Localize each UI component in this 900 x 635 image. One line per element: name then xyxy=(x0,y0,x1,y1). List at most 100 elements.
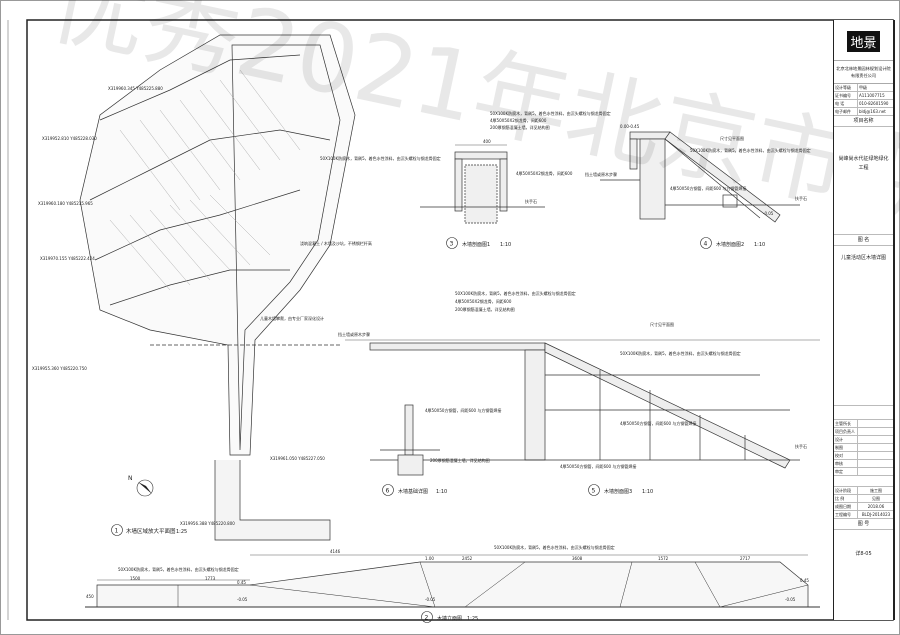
note-text: 4厚50X50方钢管，间距600 与方钢管焊接 xyxy=(425,407,501,413)
plan-note: 儿童木墙攀爬，由专业厂家深化设计 xyxy=(260,315,324,321)
svg-text:木墙区域放大平面图: 木墙区域放大平面图 xyxy=(126,527,176,535)
info-row: 设计等级甲级 xyxy=(834,84,893,92)
level-text: -0.05 xyxy=(237,597,248,602)
svg-text:1:25: 1:25 xyxy=(176,529,187,535)
level-text: -0.05 xyxy=(763,211,774,216)
meta-row: 比 例见图 xyxy=(834,495,893,503)
signature-row: 主管所长 xyxy=(834,420,893,428)
plan-coord: X319961.050 Y485227.050 xyxy=(270,456,325,461)
note-text: 4厚50X50方钢管，间距600 与方钢管焊接 xyxy=(670,185,746,191)
sheet-number: 详8-05 xyxy=(855,551,872,557)
project-label: 项目名称 xyxy=(834,116,893,127)
svg-text:5: 5 xyxy=(592,488,596,495)
signature-row: 校对 xyxy=(834,452,893,460)
svg-text:1:10: 1:10 xyxy=(436,489,447,495)
dim-text: 450 xyxy=(86,594,94,599)
svg-text:1:10: 1:10 xyxy=(642,489,653,495)
note-text: 50X100K防腐木，背刷5，着色水性涂料，由沉头螺栓与钢龙骨固定 xyxy=(494,544,615,550)
note-text: 挡土墙或原木步骤 xyxy=(338,331,370,337)
company-logo: 地景 xyxy=(834,22,893,61)
svg-text:N: N xyxy=(128,475,133,482)
dim-text: 1500 xyxy=(130,576,141,581)
dim-text: 2452 xyxy=(462,556,473,561)
svg-text:2: 2 xyxy=(425,615,429,622)
note-text: 50X100K防腐木，背刷5，着色水性涂料，由沉头螺栓与钢龙骨固定 xyxy=(620,350,741,356)
note-text: 4厚50X50X2钢龙骨，间距600 xyxy=(455,298,512,304)
drawing-name: 儿童活动区木墙详图 xyxy=(834,246,893,406)
sheet-number-label: 图 号 xyxy=(834,519,893,530)
level-text: 0.45 xyxy=(800,578,809,583)
level-text: -0.05 xyxy=(785,597,796,602)
section-3-view xyxy=(345,339,820,469)
meta-row: 设计阶段施工图 xyxy=(834,487,893,495)
note-text: 200厚钢筋混凝土墙，详见结构图 xyxy=(490,124,550,130)
note-text: 4厚50X50方钢管，间距600 与方钢管焊接 xyxy=(620,420,696,426)
level-text: 0.45 xyxy=(237,580,246,585)
svg-text:木墙立面图: 木墙立面图 xyxy=(437,615,462,622)
note-text: 扶手石 xyxy=(795,195,807,201)
signature-row: 审定 xyxy=(834,468,893,476)
note-text: 50X100K防腐木，背刷5，着色水性涂料，由沉头螺栓与钢龙骨固定 xyxy=(118,566,239,572)
note-text: 挡土墙或原木步骤 xyxy=(585,171,617,177)
note-text: 4厚50X50X2钢龙骨，间距600 xyxy=(490,117,547,123)
company-name: 北京北林地景园林规划设计院有限责任公司 xyxy=(834,61,893,84)
svg-text:木墙基础详图: 木墙基础详图 xyxy=(398,488,428,495)
signature-row: 设计 xyxy=(834,436,893,444)
dim-text: 400 xyxy=(483,139,491,144)
dim-text: 2717 xyxy=(740,556,751,561)
note-text: 4厚50X50方钢管，间距600 与方钢管焊接 xyxy=(560,463,636,469)
svg-text:4: 4 xyxy=(704,241,708,248)
project-name: 尚峰尚水代征绿地绿化工程 xyxy=(834,127,893,235)
plan-coord: X319955.360 Y485220.750 xyxy=(32,366,87,371)
svg-text:木墙剖面图1: 木墙剖面图1 xyxy=(462,241,490,248)
note-text: 50X100K防腐木，背刷5，着色水性涂料，由沉头螺栓与钢龙骨固定 xyxy=(690,147,811,153)
section-2-view xyxy=(600,131,800,223)
view-label-4: 4 木墙剖面图2 1:10 xyxy=(700,237,765,249)
plan-coord: X319952.810 Y485228.030 xyxy=(42,136,97,141)
svg-text:1:10: 1:10 xyxy=(754,242,765,248)
foundation-view xyxy=(380,404,440,476)
section-1-view xyxy=(420,144,545,224)
plan-coord: X319970.155 Y485222.424 xyxy=(40,256,95,261)
view-label-3: 3 木墙剖面图1 1:10 xyxy=(446,237,511,249)
plan-note: 浇筑混凝土 / 木墙及沙坑，不锈钢栏杆高 xyxy=(300,240,372,246)
svg-text:木墙剖面图2: 木墙剖面图2 xyxy=(716,241,744,248)
view-label-1: 1 木墙区域放大平面图 1:25 xyxy=(111,524,187,536)
plan-coord: X319956.388 Y485220.800 xyxy=(180,521,235,526)
dim-text: 3608 xyxy=(572,556,583,561)
level-text: 1.00 xyxy=(425,556,434,561)
plan-coord: X319960.180 Y485215.965 xyxy=(38,201,93,206)
dim-text: 1572 xyxy=(658,556,669,561)
svg-text:1:25: 1:25 xyxy=(467,616,478,622)
svg-text:1:10: 1:10 xyxy=(500,242,511,248)
svg-text:3: 3 xyxy=(450,241,454,248)
signature-row: 项目负责人 xyxy=(834,428,893,436)
svg-text:1: 1 xyxy=(115,528,119,535)
note-text: 扶手石 xyxy=(525,198,537,204)
level-text: -0.05 xyxy=(425,597,436,602)
note-text: 尺寸见平面图 xyxy=(720,135,744,141)
note-text: 扶手石 xyxy=(795,443,807,449)
elevation-view xyxy=(85,554,820,608)
svg-text:6: 6 xyxy=(386,488,390,495)
plan-note: 50X100K防腐木，背刷5，着色水性涂料，由沉头螺栓与钢龙骨固定 xyxy=(320,155,441,161)
note-text: 200厚钢筋混凝土墙，详见结构图 xyxy=(455,306,515,312)
view-label-6: 6 木墙基础详图 1:10 xyxy=(382,484,447,496)
note-text: 50X100K防腐木，背刷5，着色水性涂料，由沉头螺栓与钢龙骨固定 xyxy=(490,110,611,116)
dim-text: 4146 xyxy=(330,549,341,554)
drawing-label: 图 名 xyxy=(834,235,893,246)
view-label-2: 2 木墙立面图 1:25 xyxy=(421,611,478,623)
north-arrow-icon: N xyxy=(128,475,154,497)
signature-row: 审核 xyxy=(834,460,893,468)
view-label-5: 5 木墙剖面图3 1:10 xyxy=(588,484,653,496)
note-text: 尺寸见平面图 xyxy=(650,321,674,327)
note-text: 200厚钢筋混凝土墙，详见结构图 xyxy=(430,457,490,463)
note-text: 50X100K防腐木，背刷5，着色水性涂料，由沉头螺栓与钢龙骨固定 xyxy=(455,290,576,296)
